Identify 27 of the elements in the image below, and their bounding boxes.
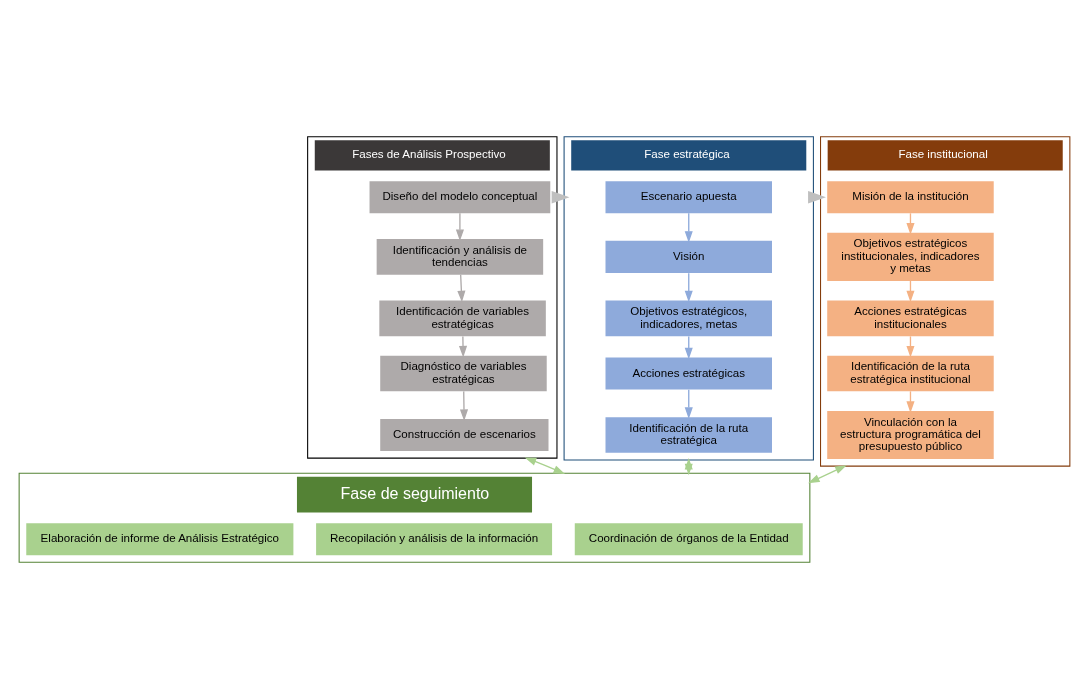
node-box: Identificación de la ruta estratégica institucional (827, 355, 994, 391)
node-box: Elaboración de informe de Análisis Estratégico (26, 522, 294, 555)
node-box: Recopilación y análisis de la información (316, 522, 553, 555)
arrow (457, 273, 466, 302)
node-box: Vinculación con la estructura programática del presupuesto público (827, 410, 994, 459)
node-box: Diseño del modelo conceptual (369, 180, 551, 213)
arrow (459, 390, 469, 421)
arrow (551, 190, 570, 203)
node-box: Identificación de la ruta estratégica (605, 416, 772, 453)
arrow (455, 212, 464, 241)
node-box: Identificación de variables estratégicas (379, 300, 546, 336)
node-box: Acciones estratégicas (605, 357, 772, 390)
arrow (808, 464, 847, 483)
node-box: Coordinación de órganos de la Entidad (574, 522, 803, 555)
node-box: Diagnóstico de variables estratégicas (380, 355, 547, 391)
node-box: Visión (605, 240, 772, 273)
arrow (684, 212, 693, 243)
node-box: Objetivos estratégicos institucionales, indicadores y metas (827, 232, 994, 281)
arrow (524, 456, 566, 474)
node-box: Identificación y análisis de tendencias (376, 238, 544, 275)
node-box: Acciones estratégicas institucionales (827, 300, 994, 336)
node-box: Misión de la institución (827, 180, 994, 213)
node-box: Escenario apuesta (605, 180, 772, 213)
arrow (458, 335, 468, 357)
node-box: Construcción de escenarios (380, 418, 549, 451)
node-box: Objetivos estratégicos, indicadores, metas (605, 300, 772, 336)
arrow (808, 190, 826, 203)
